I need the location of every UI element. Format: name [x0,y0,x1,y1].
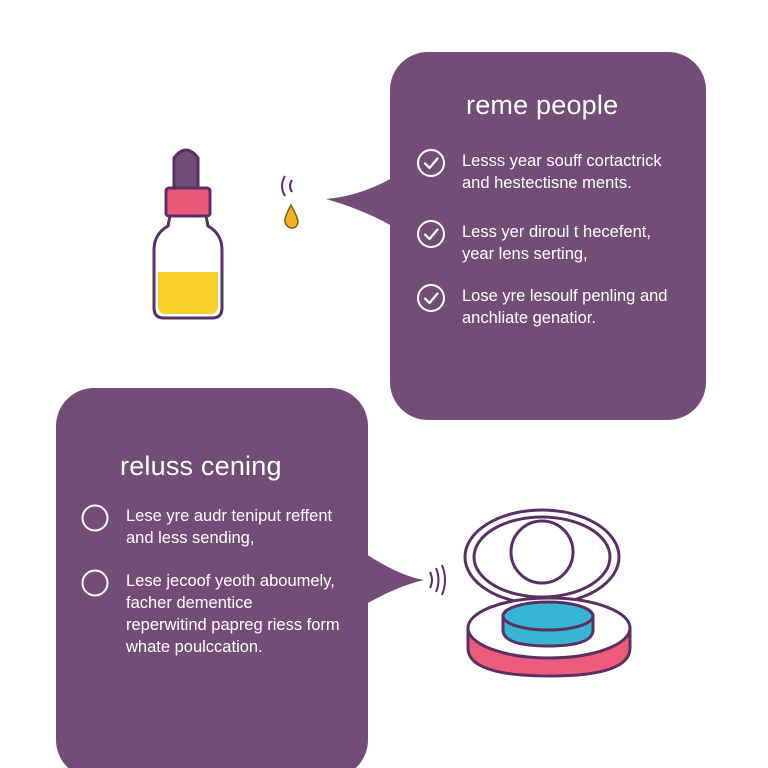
item-line: Lese jecoof yeoth aboumely, [126,572,335,590]
item-line: Less yer diroul t hecefent, [462,223,651,241]
check-circle-icon [417,149,445,177]
drop-icon [281,175,299,229]
item-line: and less sending, [126,529,255,547]
item-line: whate poulccation. [126,638,263,656]
top-card-title: reme people [466,90,619,120]
item-line: and hestectisne ments. [462,174,632,192]
bottom-item-2: Lese jecoof yeoth aboumely, facher demen… [80,569,340,658]
motion-marks [429,564,446,596]
empty-circle-icon [81,569,109,597]
bottom-card-title: reluss cening [120,451,282,481]
item-line: Lese yre audr teniput reffent [126,507,333,525]
item-line: reperwitind papreg riess form [126,616,340,634]
top-item-3: Lose yre lesoulf penling and anchliate g… [416,284,668,329]
top-card-bubble [326,52,706,420]
top-item-2: Less yer diroul t hecefent, year lens se… [416,220,651,265]
lens-case-icon [463,508,632,678]
check-circle-icon [417,220,445,248]
bottom-card-bubble [56,388,424,768]
item-line: year lens serting, [462,245,588,263]
item-line: anchliate genatior. [462,309,596,327]
empty-circle-icon [81,504,109,532]
dropper-bottle-icon [152,148,224,320]
item-line: facher dementice [126,594,253,612]
top-item-1: Lesss year souff cortactrick and hestect… [416,149,662,194]
item-line: Lesss year souff cortactrick [462,152,662,170]
item-line: Lose yre lesoulf penling and [462,287,668,305]
bottom-item-1: Lese yre audr teniput reffent and less s… [80,504,333,549]
check-circle-icon [417,284,445,312]
